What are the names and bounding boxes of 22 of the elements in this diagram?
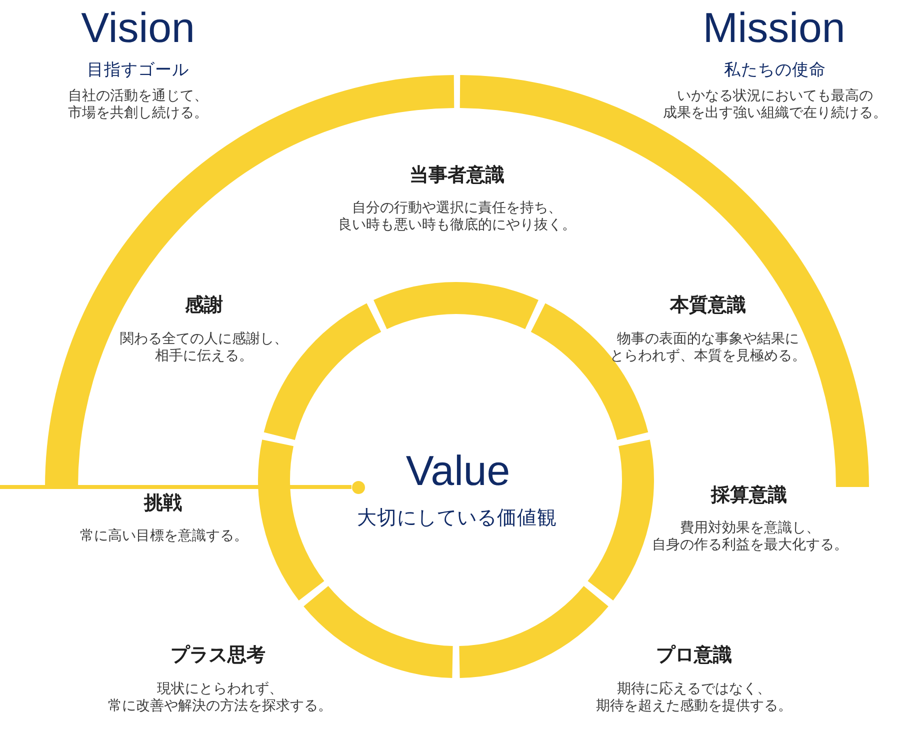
value-heading: プロ意識 [656,643,732,667]
section-title: Mission [702,3,846,53]
value-description: 現状にとらわれず、常に改善や解決の方法を探求する。 [107,681,333,714]
section-title: Vision [81,3,195,53]
value-description: 費用対効果を意識し、自身の作る利益を最大化する。 [651,520,849,553]
value-heading: 挑戦 [144,491,182,515]
value-heading: 本質意識 [670,293,746,317]
value-description: 関わる全ての人に感謝し、相手に伝える。 [119,331,289,364]
section-subtitle: 私たちの使命 [724,60,826,80]
value-heading: プラス思考 [170,643,266,667]
value-heading: 採算意識 [711,483,787,507]
value-description: 常に高い目標を意識する。 [80,528,248,544]
section-description: 自社の活動を通じて、市場を共創し続ける。 [67,88,209,121]
section-subtitle: 大切にしている価値観 [357,506,557,530]
section-subtitle: 目指すゴール [87,60,189,80]
section-title: Value [406,446,510,496]
value-heading: 感謝 [185,293,223,317]
value-description: 物事の表面的な事象や結果にとらわれず、本質を見極める。 [609,331,807,364]
value-heading: 当事者意識 [410,163,504,187]
value-description: 期待に応えるではなく、期待を超えた感動を提供する。 [595,681,793,714]
value-description: 自分の行動や選択に責任を持ち、良い時も悪い時も徹底的にやり抜く。 [337,200,577,233]
section-description: いかなる状況においても最高の成果を出す強い組織で在り続ける。 [662,88,888,121]
